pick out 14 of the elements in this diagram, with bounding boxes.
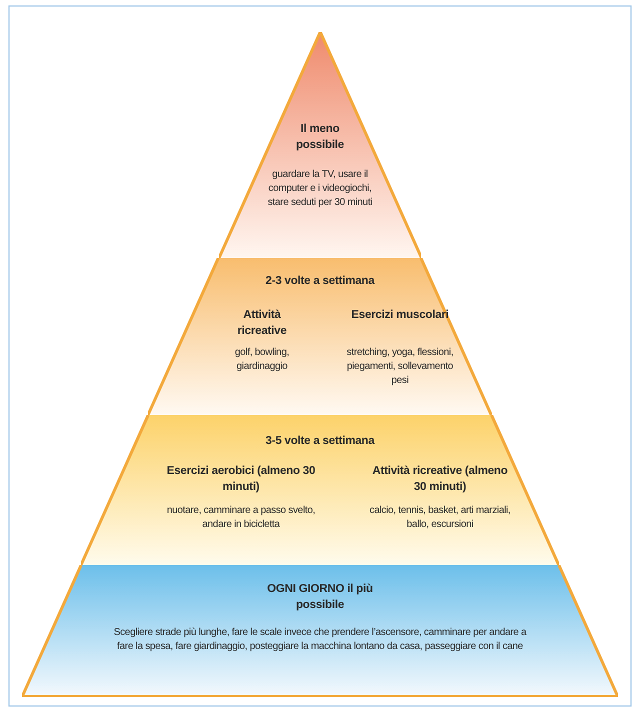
column-description: stretching, yoga, flessioni, piegamenti, sollevamento pesi xyxy=(346,346,454,388)
column-heading: Esercizi aerobici (almeno 30 minuti) xyxy=(166,464,316,495)
column-heading: Attività ricreative xyxy=(236,308,288,339)
tier-heading: 2-3 volte a settimana xyxy=(264,274,376,289)
tier-heading: OGNI GIORNO il più possibile xyxy=(266,582,374,613)
tier-heading: 3-5 volte a settimana xyxy=(264,434,376,449)
column-description: calcio, tennis, basket, arti marziali, ballo, escursioni xyxy=(368,504,512,532)
column-heading: Esercizi muscolari xyxy=(350,308,450,323)
tier-description: guardare la TV, usare il computer e i videogiochi, stare seduti per 30 minuti xyxy=(266,168,374,210)
tier-description: Scegliere strade più lunghe, fare le scale invece che prendere l’ascensore, camminare per andare a fare la spesa, fare giardinaggio, posteggiare la macchina lontano da casa, passeggiare con il cane xyxy=(112,626,528,654)
column-description: nuotare, camminare a passo svelto, andare in bicicletta xyxy=(166,504,316,532)
tier-heading: Il meno possibile xyxy=(294,122,345,153)
column-description: golf, bowling, giardinaggio xyxy=(234,346,290,374)
column-heading: Attività ricreative (almeno 30 minuti) xyxy=(371,464,509,495)
